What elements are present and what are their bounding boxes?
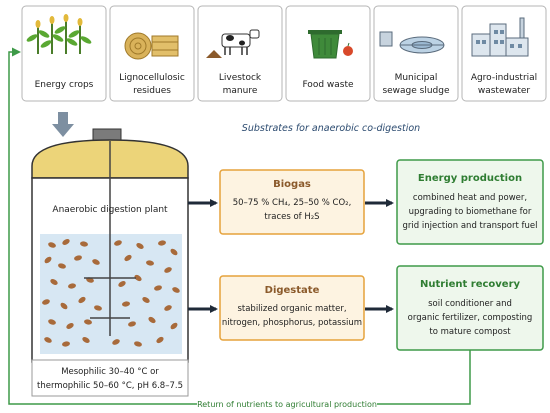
nutrient-recovery-box: Nutrient recovery soil conditioner and o…: [396, 265, 544, 351]
treatment-plant-icon: [379, 31, 445, 54]
energy-line: grid injection and transport fuel: [403, 221, 538, 231]
substrate-card-lignocellulosic: Lignocellulosic residues: [109, 5, 195, 102]
substrate-particles: [42, 239, 180, 347]
substrate-label: Municipal: [395, 73, 438, 83]
waste-bin-icon: [308, 30, 353, 59]
digestion-slurry: [40, 234, 182, 354]
digestate-line: nitrogen, phosphorus, potassium: [222, 318, 362, 328]
substrate-label: Livestock: [219, 73, 262, 83]
conditions-line: Mesophilic 30–40 °C or: [61, 367, 159, 377]
nutrient-title: Nutrient recovery: [420, 279, 521, 290]
substrate-card-agro-industrial: Agro-industrial wastewater: [461, 5, 547, 102]
substrate-label: Agro-industrial: [471, 73, 537, 83]
digester-tank: Anaerobic digestion plant: [31, 128, 189, 363]
substrate-label: Lignocellulosic: [119, 73, 185, 83]
substrate-label: manure: [223, 86, 258, 96]
nutrient-line: organic fertilizer, composting: [408, 313, 533, 323]
straw-bale-icon: [124, 32, 179, 60]
substrate-label: residues: [133, 86, 171, 96]
substrate-label: sewage sludge: [382, 86, 450, 96]
agitator: [84, 141, 136, 336]
substrate-card-sewage: Municipal sewage sludge: [373, 5, 459, 102]
biogas-box: Biogas 50–75 % CH₄, 25–50 % CO₂, traces …: [219, 169, 365, 235]
digester-label: Anaerobic digestion plant: [52, 205, 168, 215]
cow-icon: [206, 29, 260, 58]
substrate-card-livestock: Livestock manure: [197, 5, 283, 102]
energy-line: upgrading to biomethane for: [409, 207, 532, 217]
digestate-line: stabilized organic matter,: [237, 304, 346, 314]
substrate-card-energy-crops: Energy crops: [21, 5, 107, 102]
return-label: Return of nutrients to agricultural prod…: [197, 400, 377, 409]
biogas-line: traces of H₂S: [264, 212, 319, 222]
biogas-line: 50–75 % CH₄, 25–50 % CO₂,: [233, 198, 352, 208]
substrate-label: wastewater: [478, 86, 531, 96]
digestate-box: Digestate stabilized organic matter, nit…: [219, 275, 365, 341]
energy-title: Energy production: [418, 173, 522, 184]
substrate-card-food-waste: Food waste: [285, 5, 371, 102]
return-loop-arrow: [8, 47, 471, 405]
energy-crops-icon: [26, 14, 92, 54]
biogas-title: Biogas: [273, 179, 311, 190]
substrate-label: Energy crops: [35, 80, 94, 90]
feed-arrow: [52, 112, 74, 137]
tank-cap: [92, 128, 122, 142]
conditions-box: Mesophilic 30–40 °C or thermophilic 50–6…: [31, 359, 189, 397]
substrates-caption: Substrates for anaerobic co-digestion: [242, 123, 420, 134]
substrate-label: Food waste: [302, 80, 354, 90]
factory-icon: [471, 17, 529, 57]
nutrient-line: to mature compost: [429, 327, 511, 337]
energy-line: combined heat and power,: [413, 193, 527, 203]
digestate-title: Digestate: [265, 285, 320, 296]
conditions-line: thermophilic 50–60 °C, pH 6.8–7.5: [37, 381, 183, 391]
energy-production-box: Energy production combined heat and powe…: [396, 159, 544, 245]
nutrient-line: soil conditioner and: [428, 299, 512, 309]
return-label-backdrop: [197, 398, 377, 410]
